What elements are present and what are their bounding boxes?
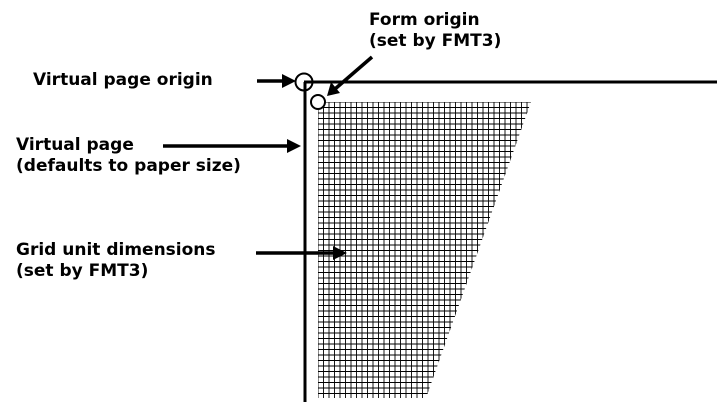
virtual-page-label-line2: (defaults to paper size) bbox=[16, 156, 241, 176]
arrow-virtual-page bbox=[163, 139, 301, 153]
grid-unit-dimensions-label: Grid unit dimensions (set by FMT3) bbox=[16, 240, 216, 282]
arrow-grid-unit-dimensions bbox=[256, 246, 347, 260]
form-origin-label: Form origin (set by FMT3) bbox=[369, 10, 501, 52]
form-origin-label-line2: (set by FMT3) bbox=[369, 31, 502, 51]
virtual-page-origin-marker bbox=[294, 72, 314, 92]
form-grid bbox=[318, 102, 531, 398]
form-origin-marker bbox=[310, 94, 326, 110]
arrow-virtual-page-origin bbox=[257, 74, 296, 88]
virtual-page-label: Virtual page (defaults to paper size) bbox=[16, 135, 241, 177]
form-origin-label-line1: Form origin bbox=[369, 10, 480, 30]
virtual-page-label-line1: Virtual page bbox=[16, 135, 134, 155]
virtual-page-origin-label-line1: Virtual page origin bbox=[33, 70, 213, 90]
arrow-form-origin bbox=[327, 55, 374, 96]
grid-unit-dimensions-label-line2: (set by FMT3) bbox=[16, 261, 149, 281]
grid-unit-dimensions-label-line1: Grid unit dimensions bbox=[16, 240, 216, 260]
virtual-page-origin-label: Virtual page origin bbox=[33, 70, 213, 91]
